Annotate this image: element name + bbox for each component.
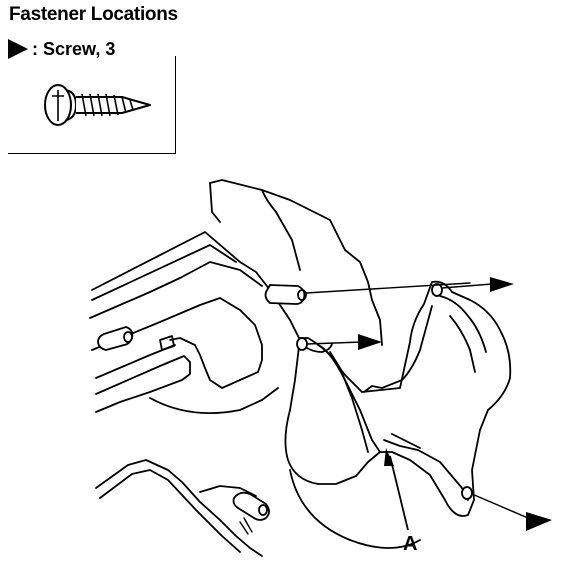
screw-arrow-2 bbox=[358, 334, 382, 350]
left-pin bbox=[97, 326, 134, 351]
screw-legend-label: : Screw, 3 bbox=[32, 38, 116, 59]
upper-panel-outline bbox=[91, 231, 301, 341]
screw-arrow-1 bbox=[490, 277, 514, 292]
callout-a-label: A bbox=[403, 533, 418, 555]
arrow-triangle-icon bbox=[8, 39, 28, 59]
lower-pin bbox=[232, 491, 270, 521]
side-bracket-outline bbox=[91, 297, 263, 389]
legend-box bbox=[8, 56, 176, 154]
screw-arrow-3 bbox=[526, 512, 552, 531]
callout-a-leader bbox=[389, 455, 409, 531]
screw-legend: : Screw, 3 bbox=[8, 37, 115, 61]
lower-bracket-outline bbox=[95, 459, 263, 557]
cover-part-a bbox=[284, 280, 512, 517]
page-title: Fastener Locations bbox=[9, 4, 178, 25]
